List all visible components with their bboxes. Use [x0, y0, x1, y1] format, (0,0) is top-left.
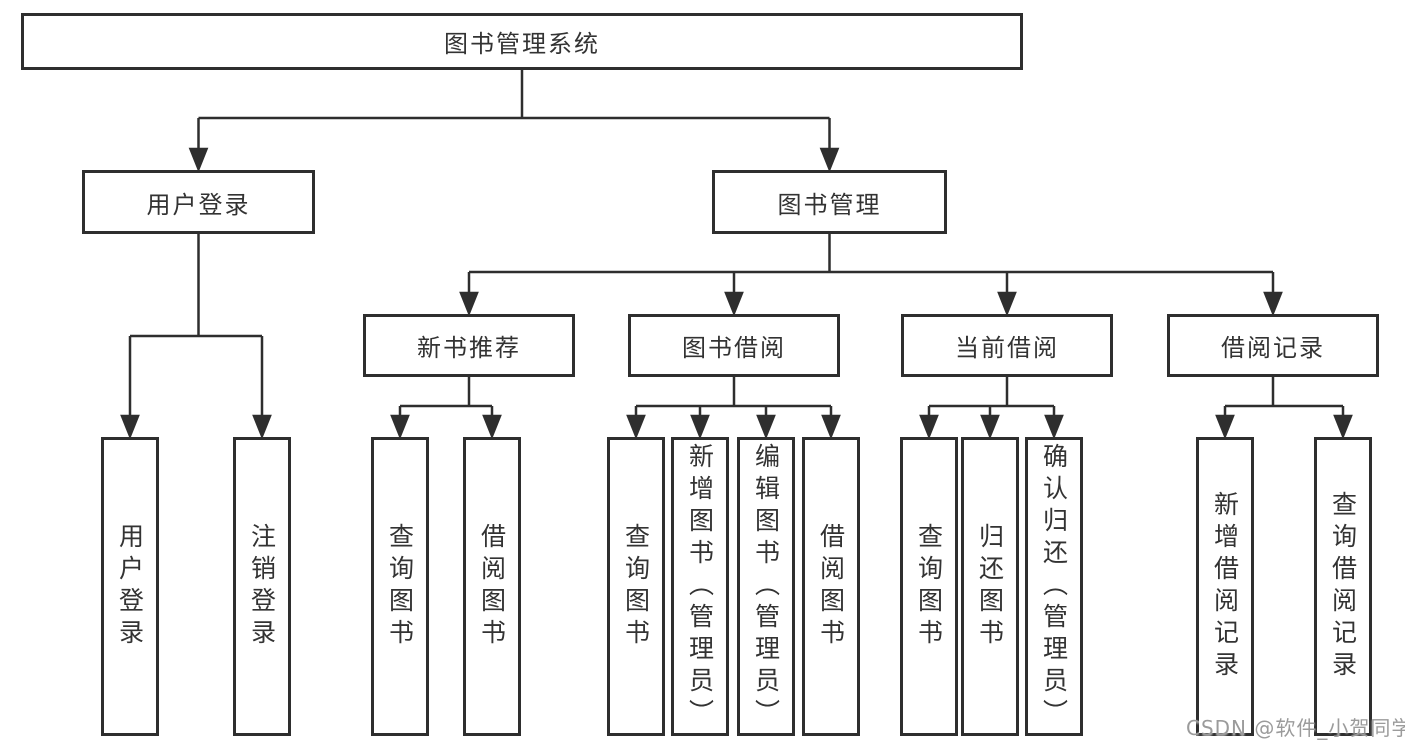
connector-user-login-children: [120, 234, 272, 440]
leaf-return-books-label: 归还图书: [975, 522, 1005, 651]
node-book-borrow: 图书借阅: [628, 314, 840, 377]
leaf-query-borrow-record: 查询借阅记录: [1314, 437, 1372, 736]
leaf-rec-borrow-books: 借阅图书: [463, 437, 521, 736]
leaf-user-login-label: 用户登录: [115, 522, 145, 651]
node-current-borrow: 当前借阅: [901, 314, 1113, 377]
leaf-borrow-books-label: 借阅图书: [816, 522, 846, 651]
connector-current-borrow-children: [919, 377, 1064, 440]
leaf-borrow-books: 借阅图书: [802, 437, 860, 736]
leaf-user-login: 用户登录: [101, 437, 159, 736]
leaf-rec-query-books-label: 查询图书: [385, 522, 415, 651]
leaf-confirm-return-admin: 确认归还（管理员）: [1025, 437, 1083, 736]
leaf-return-books: 归还图书: [961, 437, 1019, 736]
connector-new-book-rec-children: [390, 377, 502, 440]
node-book-mgmt-group: 图书管理: [712, 170, 947, 234]
connector-borrow-records-children: [1215, 377, 1353, 440]
leaf-rec-borrow-books-label: 借阅图书: [477, 522, 507, 651]
node-new-book-rec: 新书推荐: [363, 314, 575, 377]
node-root-system: 图书管理系统: [21, 13, 1023, 70]
leaf-logout: 注销登录: [233, 437, 291, 736]
leaf-confirm-return-admin-label: 确认归还（管理员）: [1039, 442, 1069, 731]
leaf-logout-label: 注销登录: [247, 522, 277, 651]
leaf-query-borrow-record-label: 查询借阅记录: [1328, 490, 1358, 683]
node-book-borrow-label: 图书借阅: [682, 334, 786, 362]
node-new-book-rec-label: 新书推荐: [417, 334, 521, 362]
leaf-add-borrow-record: 新增借阅记录: [1196, 437, 1254, 736]
leaf-add-books-admin: 新增图书（管理员）: [671, 437, 729, 736]
node-user-login-group: 用户登录: [82, 170, 315, 234]
leaf-add-books-admin-label: 新增图书（管理员）: [685, 442, 715, 731]
leaf-rec-query-books: 查询图书: [371, 437, 429, 736]
node-current-borrow-label: 当前借阅: [955, 334, 1059, 362]
leaf-borrow-query-books-label: 查询图书: [621, 522, 651, 651]
node-borrow-records: 借阅记录: [1167, 314, 1379, 377]
leaf-edit-books-admin: 编辑图书（管理员）: [737, 437, 795, 736]
leaf-current-query-books-label: 查询图书: [914, 522, 944, 651]
connector-root-to-level2: [188, 70, 840, 173]
leaf-current-query-books: 查询图书: [900, 437, 958, 736]
leaf-edit-books-admin-label: 编辑图书（管理员）: [751, 442, 781, 731]
node-borrow-records-label: 借阅记录: [1221, 334, 1325, 362]
node-book-mgmt-group-label: 图书管理: [777, 190, 882, 219]
leaf-borrow-query-books: 查询图书: [607, 437, 665, 736]
connector-book-mgmt-groups: [459, 234, 1283, 317]
csdn-watermark: CSDN @软件_小贺同学: [1186, 716, 1405, 740]
node-user-login-group-label: 用户登录: [146, 190, 251, 219]
leaf-add-borrow-record-label: 新增借阅记录: [1210, 490, 1240, 683]
connector-book-borrow-children: [626, 377, 841, 440]
node-root-system-label: 图书管理系统: [444, 30, 600, 58]
